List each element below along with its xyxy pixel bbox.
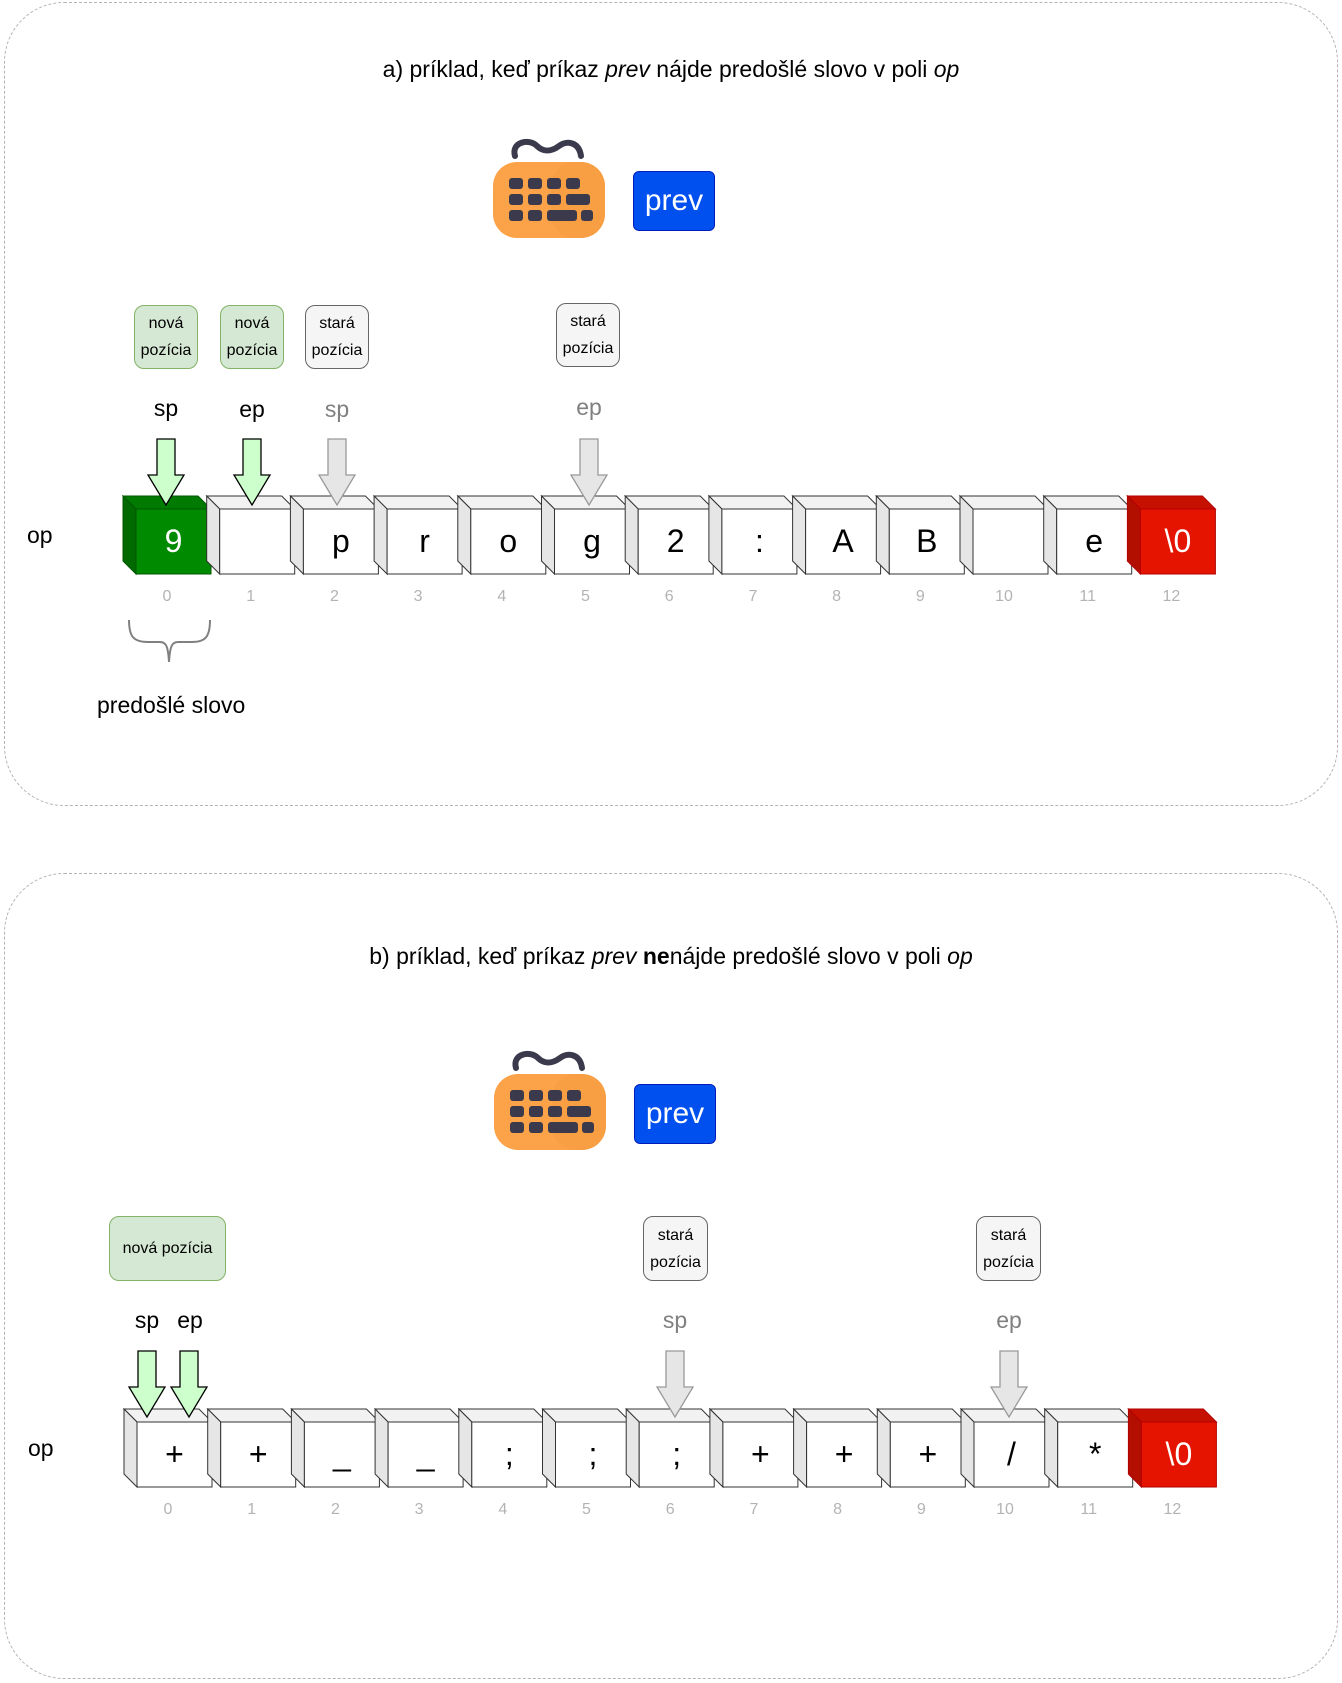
array-cell-value: g [583, 523, 601, 559]
array-index-label: 12 [1162, 588, 1181, 605]
array-index-label: 9 [916, 1501, 926, 1518]
array-index-label: 12 [1163, 1501, 1182, 1518]
array-cell-value: B [916, 523, 938, 559]
panel-b [4, 873, 1338, 1679]
array-cell-value: + [165, 1436, 184, 1472]
array-cell-value: + [248, 1436, 268, 1472]
array-cell-value: e [1085, 523, 1104, 559]
prev-command-button[interactable]: prev [633, 171, 715, 231]
array-cell-value: * [1088, 1436, 1102, 1472]
array-index-label: 10 [995, 588, 1013, 605]
new-position-box: nová pozícia [109, 1216, 226, 1281]
array-cell-value: o [499, 523, 518, 559]
array-cell-value: 9 [164, 523, 183, 559]
array-index-label: 7 [748, 588, 758, 605]
array-cell-value: _ [332, 1436, 351, 1472]
array-cell-value: r [419, 523, 430, 559]
array-cell-value: + [751, 1436, 770, 1472]
ep-label-new: ep [239, 396, 265, 422]
array-index-label: 11 [1080, 1501, 1097, 1518]
array-cell-value [973, 509, 1048, 574]
ep-label-old: ep [996, 1307, 1022, 1333]
array-cell-value: : [754, 523, 764, 559]
array-cell-value [220, 509, 295, 574]
array-index-label: 0 [163, 1501, 173, 1518]
array-index-label: 1 [246, 588, 256, 605]
array-index-label: 11 [1079, 588, 1096, 605]
panel-a [4, 2, 1338, 806]
previous-word-label: predošlé slovo [97, 692, 246, 718]
array-index-label: 10 [996, 1501, 1014, 1518]
array-index-label: 6 [664, 588, 674, 605]
array-cell-value: ; [672, 1436, 682, 1472]
prev-command-button[interactable]: prev [634, 1084, 716, 1144]
sp-label-old: sp [662, 1307, 688, 1333]
array-index-label: 5 [581, 588, 590, 605]
panel-b-title: b) príklad, keď príkaz prev nenájde pred… [369, 943, 973, 969]
array-index-label: 8 [833, 1501, 843, 1518]
sp-label-old: sp [324, 396, 350, 422]
array-cell-value: A [832, 523, 854, 559]
sp-label-new: sp [153, 395, 179, 421]
array-index-label: 6 [665, 1501, 675, 1518]
array-label-op: op [27, 522, 53, 548]
array-index-label: 9 [915, 588, 925, 605]
array-cell-value: _ [416, 1436, 435, 1472]
array-index-label: 3 [413, 588, 423, 605]
array-index-label: 4 [498, 1501, 508, 1518]
array-index-label: 2 [330, 1501, 340, 1518]
array-index-label: 7 [749, 1501, 759, 1518]
array-index-label: 2 [329, 588, 339, 605]
array-cell-value: 2 [666, 523, 685, 559]
panel-a-title: a) príklad, keď príkaz prev nájde predoš… [382, 56, 960, 82]
array-cell-value: p [331, 523, 350, 559]
array-cell-value: ; [588, 1436, 598, 1472]
array-index-label: 0 [162, 588, 172, 605]
array-cell-value: \0 [1164, 523, 1192, 559]
array-index-label: 8 [832, 588, 842, 605]
sp-label-new: sp [134, 1307, 160, 1333]
array-index-label: 3 [414, 1501, 424, 1518]
array-cell-value: + [834, 1436, 854, 1472]
array-cell-value: \0 [1165, 1436, 1193, 1472]
array-cell-value: / [1007, 1436, 1016, 1472]
array-label-op: op [28, 1435, 54, 1461]
array-cell-value: + [918, 1436, 938, 1472]
array-index-label: 4 [497, 588, 507, 605]
array-index-label: 5 [582, 1501, 591, 1518]
ep-label-old: ep [576, 394, 602, 420]
array-cell-value: ; [504, 1436, 514, 1472]
ep-label-new: ep [177, 1307, 203, 1333]
array-index-label: 1 [247, 1501, 257, 1518]
